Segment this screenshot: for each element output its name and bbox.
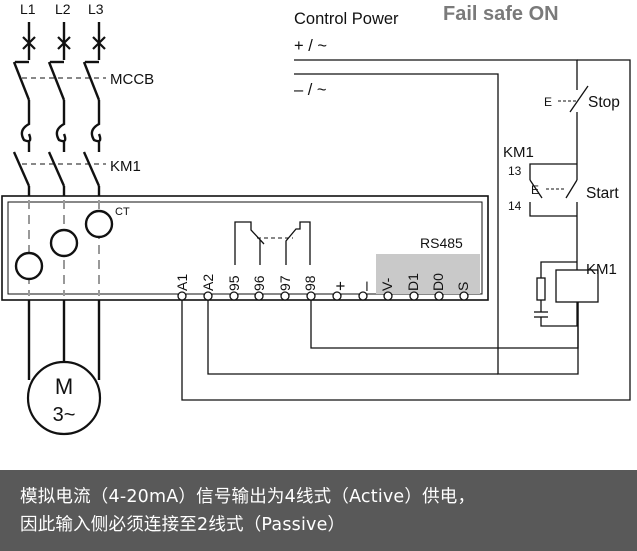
terminal-label-d0: D0: [430, 273, 446, 291]
minus-supply-label: – / ~: [294, 81, 327, 99]
start-button-label: Start: [586, 185, 619, 202]
rs485-label: RS485: [420, 235, 463, 251]
terminal-label-96: 96: [251, 275, 267, 291]
plus-supply-label: + / ~: [294, 37, 327, 55]
phase-labels: L1 L2 L3: [20, 1, 104, 17]
rs485-zone: [376, 254, 480, 294]
ct-label: CT: [115, 206, 130, 218]
motor-label: M: [55, 374, 73, 399]
ct-icons: [14, 209, 114, 281]
start-e-label: E: [531, 183, 539, 197]
terminal-screw-icons: [177, 291, 469, 301]
fail-safe-label: Fail safe ON: [443, 3, 559, 25]
terminal-label-95: 95: [226, 275, 242, 291]
terminal-label-a1: A1: [174, 274, 190, 291]
terminal-label-v: V-: [379, 277, 395, 291]
motor-icon: [26, 360, 102, 436]
terminal-label-98: 98: [302, 275, 318, 291]
terminal-label-minus: –: [356, 281, 375, 291]
control-power-label: Control Power: [294, 10, 399, 28]
note-line-1: 模拟电流（4-20mA）信号输出为4线式（Active）供电，: [20, 487, 476, 507]
stop-button-label: Stop: [588, 94, 620, 111]
terminal-13-label: 13: [508, 164, 522, 178]
internal-relay-contacts: [234, 221, 311, 265]
phase-label-l3: L3: [88, 1, 104, 17]
terminal-label-s: S: [455, 282, 471, 291]
terminal-label-d1: D1: [405, 273, 421, 291]
breaker-cross-icons: [22, 36, 106, 50]
motor-phase-label: 3~: [53, 404, 76, 426]
km1-aux-label: KM1: [503, 144, 534, 161]
phase-label-l2: L2: [55, 1, 71, 17]
terminal-label-plus: +: [331, 281, 350, 291]
control-circuit: [529, 80, 599, 327]
note-banner: 模拟电流（4-20mA）信号输出为4线式（Active）供电， 因此输入侧必须连…: [0, 470, 637, 551]
terminal-label-97: 97: [277, 275, 293, 291]
note-line-2: 因此输入侧必须连接至2线式（Passive）: [20, 515, 346, 535]
km1-coil-label: KM1: [586, 261, 617, 278]
terminal-labels: A1 A2 95 96 97 98 + – V- D1 D0 S: [174, 273, 471, 291]
terminal-label-a2: A2: [200, 274, 216, 291]
push-button-linkages: [546, 100, 578, 190]
phase-label-l1: L1: [20, 1, 36, 17]
terminal-14-label: 14: [508, 199, 522, 213]
km1-contactor-label: KM1: [110, 158, 141, 175]
mccb-label: MCCB: [110, 71, 154, 88]
stop-e-label: E: [544, 95, 552, 109]
mechanical-linkages: [22, 77, 106, 165]
relay-unit-inner-frame: [7, 201, 483, 295]
control-wiring: [181, 59, 631, 401]
phase-conductors: [12, 22, 102, 380]
